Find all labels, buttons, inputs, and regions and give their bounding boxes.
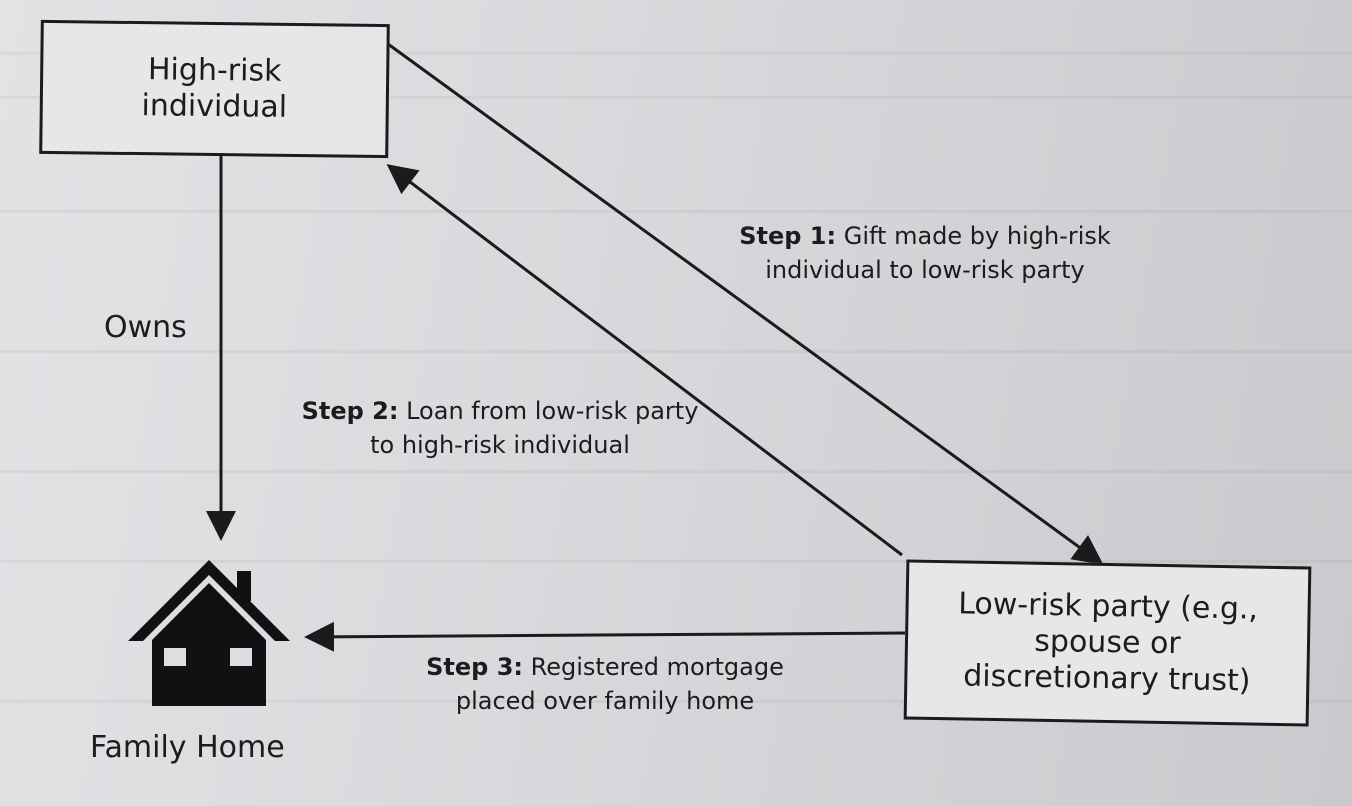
step-2-text: Loan from low-risk party to high-risk in… bbox=[370, 397, 699, 459]
step-3-text: Registered mortgage placed over family h… bbox=[455, 653, 784, 715]
bleed-through-line bbox=[0, 350, 1352, 353]
low-risk-box: Low-risk party (e.g., spouse or discreti… bbox=[903, 559, 1312, 727]
house-icon bbox=[128, 560, 290, 706]
step-3-label: Step 3: Registered mortgage placed over … bbox=[400, 651, 810, 718]
bleed-through-line bbox=[0, 560, 1352, 563]
step-1-title: Step 1: bbox=[739, 222, 837, 250]
bleed-through-line bbox=[0, 700, 1352, 703]
low-risk-label: Low-risk party (e.g., spouse or discreti… bbox=[957, 586, 1259, 699]
step-1-text: Gift made by high-risk individual to low… bbox=[765, 222, 1111, 284]
family-home-label: Family Home bbox=[90, 730, 285, 765]
step1-arrow bbox=[387, 42, 1104, 565]
step-1-label: Step 1: Gift made by high-risk individua… bbox=[715, 220, 1135, 287]
bleed-through-line bbox=[0, 210, 1352, 213]
step-2-title: Step 2: bbox=[301, 397, 399, 425]
step3-arrow bbox=[304, 621, 906, 652]
step-2-label: Step 2: Loan from low-risk party to high… bbox=[300, 395, 700, 462]
bleed-through-line bbox=[0, 470, 1352, 473]
bleed-through-line bbox=[0, 96, 1352, 99]
step2-arrow bbox=[386, 164, 903, 557]
high-risk-box: High-risk individual bbox=[39, 19, 390, 159]
high-risk-label: High-risk individual bbox=[141, 52, 288, 125]
bleed-through-line bbox=[0, 52, 1352, 55]
step-3-title: Step 3: bbox=[426, 653, 524, 681]
owns-label: Owns bbox=[104, 310, 187, 345]
